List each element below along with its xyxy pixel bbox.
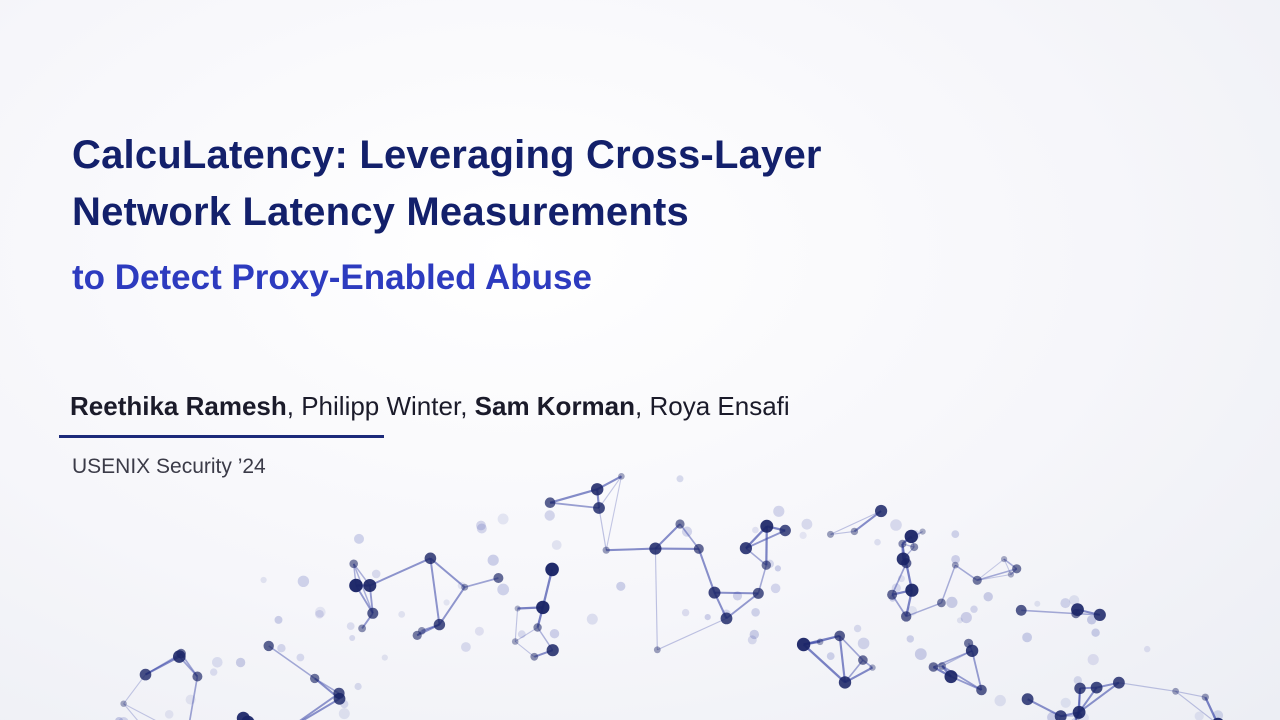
author-3: Roya Ensafi	[649, 391, 790, 421]
network-edges	[123, 475, 1218, 720]
author-2: Sam Korman	[474, 391, 636, 421]
author-separator: ,	[635, 391, 650, 421]
author-underline-divider	[59, 435, 384, 438]
title-line-1: CalcuLatency: Leveraging Cross-Layer	[72, 133, 822, 177]
subtitle: to Detect Proxy-Enabled Abuse	[72, 258, 592, 297]
author-list: Reethika Ramesh, Philipp Winter, Sam Kor…	[70, 391, 790, 422]
author-separator: ,	[460, 391, 475, 421]
network-nodes	[120, 473, 1224, 720]
title-line-2: Network Latency Measurements	[72, 190, 689, 234]
author-0: Reethika Ramesh	[70, 391, 287, 421]
author-separator: ,	[286, 391, 302, 421]
network-haze	[115, 475, 1224, 720]
author-1: Philipp Winter	[301, 391, 461, 421]
venue-label: USENIX Security ’24	[72, 455, 266, 478]
